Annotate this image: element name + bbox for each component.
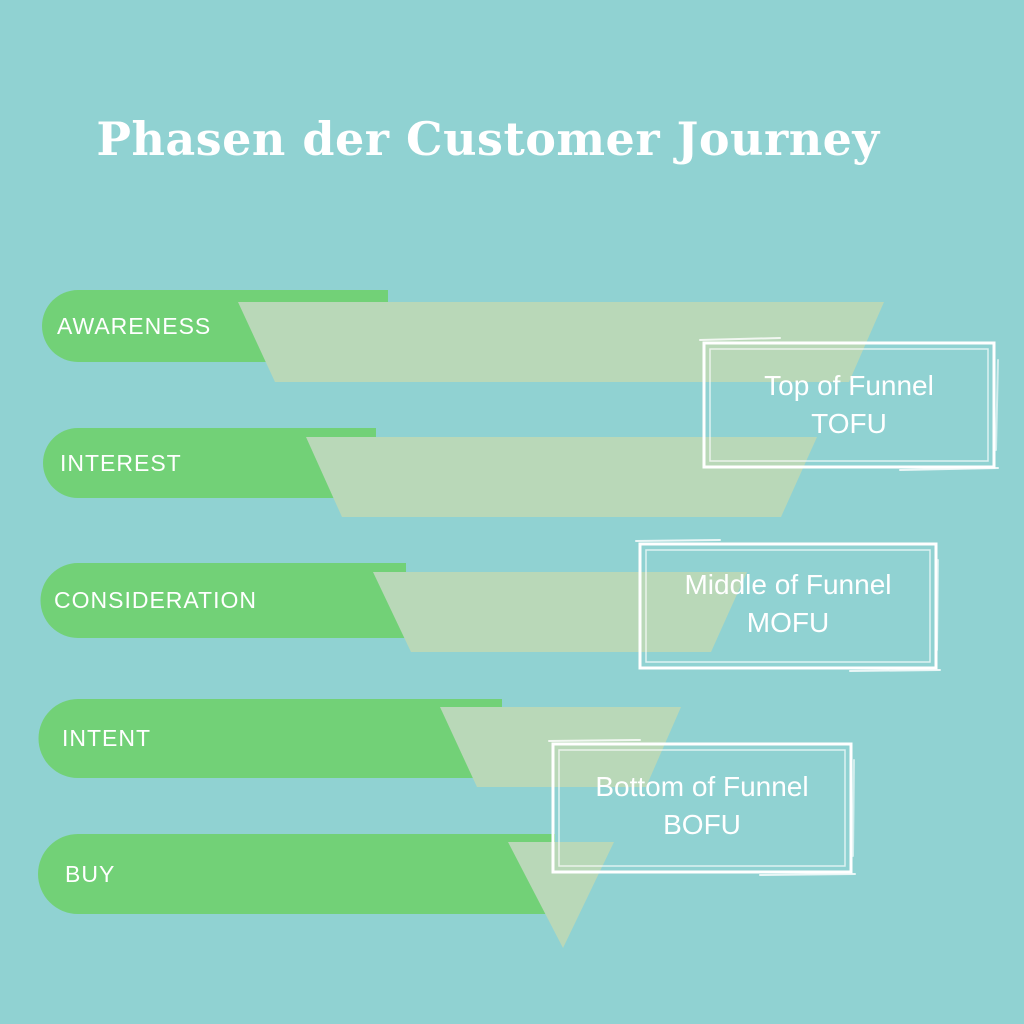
stage-bar-interest bbox=[43, 428, 376, 498]
funnel-layer-4 bbox=[440, 707, 681, 787]
funnel-layer-3 bbox=[373, 572, 747, 652]
stage-label-intent: INTENT bbox=[62, 725, 152, 751]
stage-label-interest: INTEREST bbox=[60, 450, 182, 476]
bofu-frame bbox=[548, 739, 856, 876]
funnel-label-frames bbox=[548, 337, 999, 876]
funnel-layers bbox=[238, 302, 884, 948]
funnel-layer-5 bbox=[508, 842, 614, 948]
mofu-frame bbox=[635, 539, 941, 672]
funnel-label-mofu: Middle of Funnel MOFU bbox=[640, 566, 936, 642]
tofu-abbr: TOFU bbox=[811, 408, 887, 439]
bofu-abbr: BOFU bbox=[663, 809, 741, 840]
diagram-title: Phasen der Customer Journey bbox=[96, 112, 880, 166]
funnel-layer-1 bbox=[238, 302, 884, 382]
tofu-frame bbox=[699, 337, 999, 471]
mofu-title: Middle of Funnel bbox=[684, 569, 892, 600]
stage-bar-buy bbox=[38, 834, 555, 914]
funnel-label-bofu: Bottom of Funnel BOFU bbox=[553, 768, 851, 844]
stage-label-consideration: CONSIDERATION bbox=[54, 587, 257, 613]
stage-bar-consideration bbox=[40, 563, 407, 638]
bofu-title: Bottom of Funnel bbox=[595, 771, 809, 802]
mofu-abbr: MOFU bbox=[746, 607, 830, 638]
funnel-label-tofu: Top of Funnel TOFU bbox=[704, 367, 994, 443]
funnel-layer-2 bbox=[306, 437, 817, 517]
stage-label-buy: BUY bbox=[65, 861, 116, 887]
stage-label-awareness: AWARENESS bbox=[57, 313, 212, 339]
stage-bar-intent bbox=[38, 699, 503, 778]
stage-bars bbox=[38, 290, 555, 914]
tofu-title: Top of Funnel bbox=[764, 370, 934, 401]
